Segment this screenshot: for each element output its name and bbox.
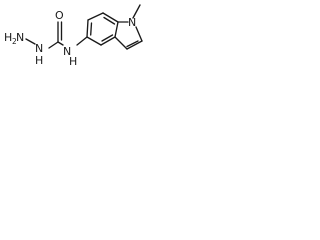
bond-c4-c3a-double bbox=[101, 34, 114, 42]
bond-nh-carbonyl bbox=[57, 41, 64, 46]
atom-h2-subscript: 2 bbox=[12, 37, 17, 46]
bond-c2-c3-double bbox=[126, 40, 139, 48]
bond-c3-c3a bbox=[114, 36, 128, 50]
atom-h-urea: H bbox=[69, 55, 77, 68]
bond-c5-nh bbox=[76, 36, 88, 46]
bond-c4-c3a bbox=[100, 36, 116, 46]
bond-c6-c5-double bbox=[90, 22, 93, 36]
atom-h-hydrazine: H bbox=[35, 54, 43, 67]
atom-n-indole: N bbox=[128, 16, 136, 29]
bond-c2-c3 bbox=[126, 40, 143, 50]
bond-c3a-c7a bbox=[114, 21, 119, 38]
atom-labels: N N H O N H H 2 N bbox=[4, 9, 136, 68]
bond-c5-c4 bbox=[86, 36, 102, 46]
bond-carbonyl-nh bbox=[48, 41, 59, 49]
atom-n-hydrazine: N bbox=[35, 42, 43, 55]
bond-n-methyl bbox=[132, 4, 141, 19]
bonds bbox=[25, 4, 143, 50]
chemical-structure: N N H O N H H 2 N bbox=[4, 4, 143, 68]
bond-n-n bbox=[25, 38, 36, 45]
atom-h2-hydrazine: H bbox=[4, 31, 12, 44]
atom-n-terminal: N bbox=[16, 31, 24, 44]
atom-n-urea: N bbox=[63, 45, 71, 58]
atom-o-carbonyl: O bbox=[55, 9, 64, 22]
bond-c6-c5 bbox=[86, 19, 89, 38]
bond-n1-c2 bbox=[135, 26, 143, 42]
bond-c7a-c7-double bbox=[103, 16, 116, 25]
bond-c7a-c7 bbox=[102, 12, 119, 23]
bond-c7-c6 bbox=[87, 12, 104, 21]
